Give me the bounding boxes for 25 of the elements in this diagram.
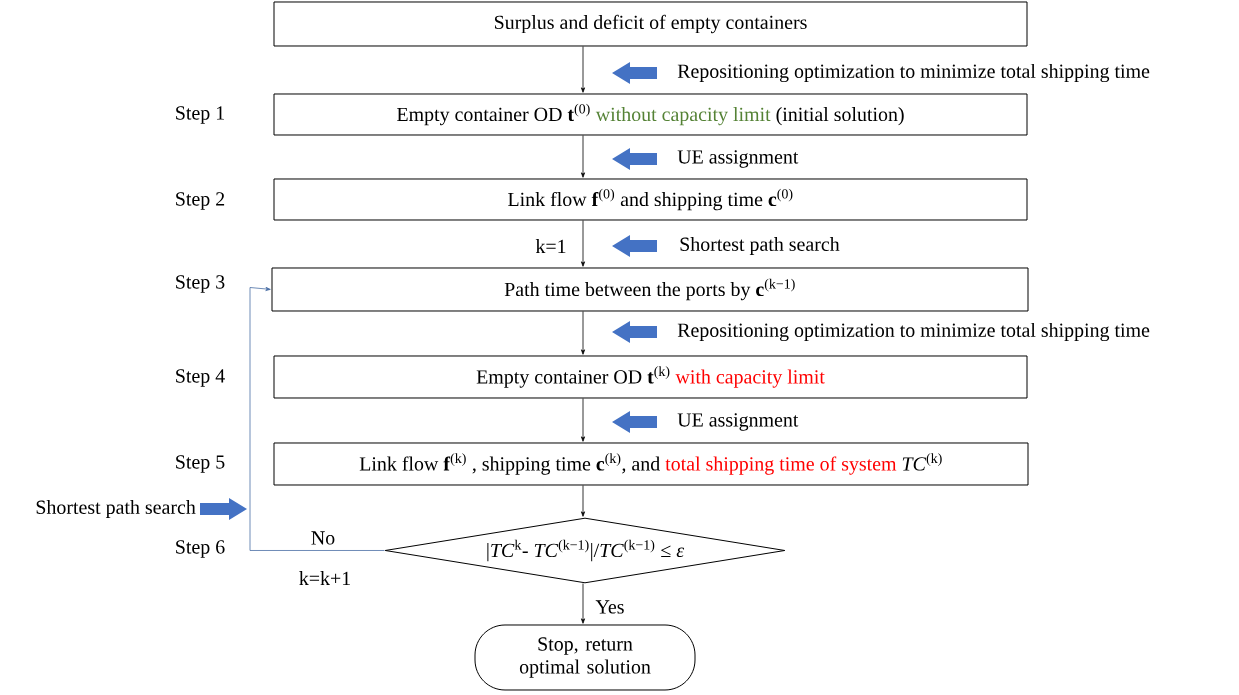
text-label: Shortest path search: [36, 499, 196, 518]
process-box: Link flow f$^{(k)}$ , shipping time c$^{(k)}$, and total shipping time of system TC$^{(k)}$: [273, 442, 1029, 486]
text-label: Step 2: [176, 192, 225, 210]
text-label: Step 5: [176, 455, 225, 473]
process-box: Empty container OD t$^{(0)}$ without capacity limit (initial solution): [273, 93, 1028, 136]
text-label: Step 1: [176, 106, 224, 124]
text-label: Step 3: [176, 275, 225, 293]
text-label: UE assignment: [677, 413, 799, 431]
process-box: Empty container OD t$^{(k)}$ with capacity limit: [273, 355, 1028, 399]
text-label: UE assignment: [677, 150, 799, 168]
text-label: k=1: [535, 239, 566, 253]
text-label: k=k+1: [299, 571, 350, 585]
text-label: Step 6: [176, 540, 225, 558]
edge-label: Yes: [595, 600, 624, 614]
process-box: Path time between the ports by c$^{(k−1)}$: [271, 267, 1029, 312]
text-label: Step 4: [176, 369, 225, 387]
text-label: Shortest path search: [680, 236, 840, 255]
arrow: [581, 485, 585, 517]
text-label: Repositioning optimization to minimize total shipping time: [677, 322, 1150, 342]
process-box: Link flow f$^{(0)}$ and shipping time c$^{(0)}$: [273, 178, 1028, 221]
arrow: [581, 583, 585, 624]
text-label: Repositioning optimization to minimize total shipping time: [677, 63, 1150, 83]
edge-label: No: [311, 531, 335, 545]
process-box: Surplus and deficit of empty containers: [273, 1, 1028, 47]
terminal-box: Stop, return optimal solution: [474, 624, 696, 691]
